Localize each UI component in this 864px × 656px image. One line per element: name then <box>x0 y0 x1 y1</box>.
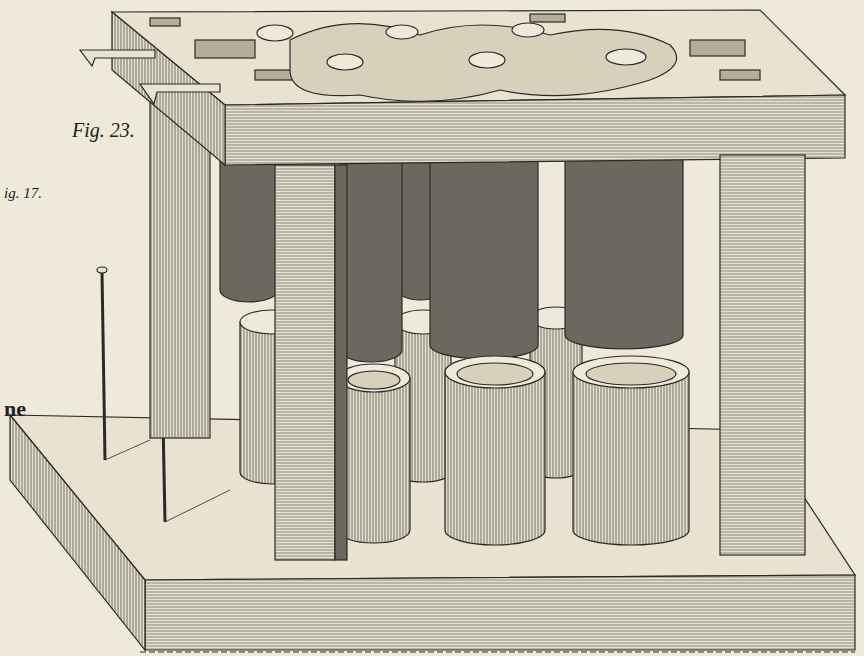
caption-fragment: ne <box>4 398 26 420</box>
figure-label: Fig. 23. <box>72 120 135 140</box>
figure-label: ig. 17. <box>4 186 42 201</box>
